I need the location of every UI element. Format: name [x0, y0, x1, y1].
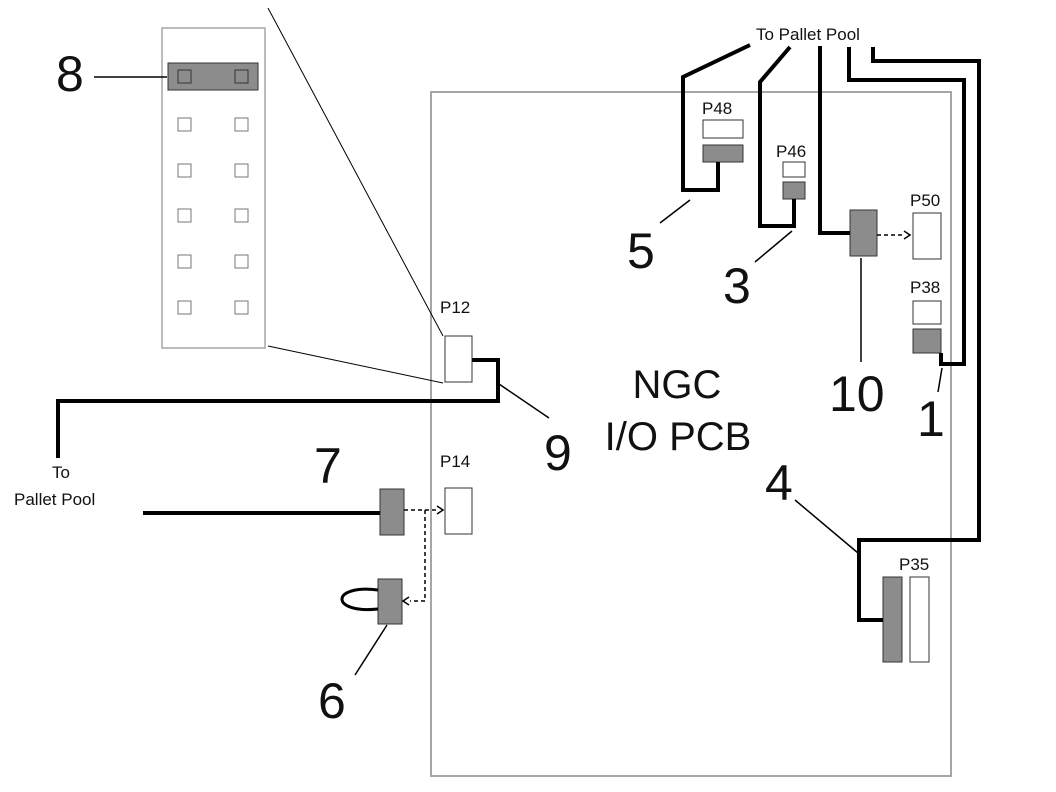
label-p38: P38: [910, 278, 940, 297]
cables: [56, 43, 981, 622]
header-pin: [234, 254, 249, 269]
cable-to-p35: [857, 47, 981, 622]
label-p46: P46: [776, 142, 806, 161]
arrowhead-p14: [436, 505, 445, 515]
label-to: To: [52, 463, 70, 482]
callout-10: 10: [829, 366, 885, 422]
p46-socket: [782, 161, 806, 178]
header-pin: [234, 208, 249, 223]
cable-to-p46: [758, 45, 796, 228]
leader-9: [498, 383, 550, 419]
leader-5: [659, 199, 691, 224]
p38-socket: [912, 300, 942, 325]
p12-detail-inset: [161, 27, 266, 349]
p38-plug: [912, 328, 942, 354]
callout-7: 7: [314, 438, 342, 494]
leader-6: [354, 624, 388, 676]
header-pin: [177, 254, 192, 269]
zoom-line-bottom: [267, 345, 444, 384]
label-p48: P48: [702, 99, 732, 118]
leader-lines: [94, 76, 943, 676]
header-pin: [177, 163, 192, 178]
p12-socket: [444, 335, 473, 383]
p50-socket: [912, 212, 942, 260]
arrowhead-p50: [903, 230, 912, 240]
arrow-plug7-to-plug6: [410, 510, 426, 602]
zoom-line-top: [267, 7, 444, 337]
arrowhead-plug6: [401, 596, 410, 606]
p46-plug: [782, 181, 806, 200]
io-pcb-outline: [430, 91, 952, 777]
label-p12: P12: [440, 298, 470, 317]
header-pin: [177, 208, 192, 223]
callout-5: 5: [627, 223, 655, 279]
jumper-shunt: [167, 62, 259, 91]
p14-socket: [444, 487, 473, 535]
leader-3: [754, 230, 793, 263]
p48-plug: [702, 144, 744, 163]
jumper-loop: [340, 587, 379, 612]
label-p14: P14: [440, 452, 470, 471]
header-pin: [234, 300, 249, 315]
header-pin: [177, 117, 192, 132]
p48-socket: [702, 119, 744, 139]
p35-plug: [882, 576, 903, 663]
callout-9: 9: [544, 425, 572, 481]
header-pin: [177, 300, 192, 315]
callout-4: 4: [765, 455, 793, 511]
header-pin: [177, 69, 192, 84]
callout-1: 1: [917, 391, 945, 447]
arrow-heads: [401, 230, 912, 606]
pallet-pool-plug-7: [379, 488, 405, 536]
inset-frame: [161, 27, 266, 349]
callout-8: 8: [56, 46, 84, 102]
p50-plug-unplugged: [849, 209, 878, 257]
label-p35: P35: [899, 555, 929, 574]
leader-1: [937, 367, 943, 393]
dashed-arrows: [404, 234, 905, 602]
board-title-line1: NGC: [633, 363, 722, 407]
header-pin: [234, 69, 249, 84]
cable-to-p50-plug: [818, 46, 850, 235]
cable-from-p12: [56, 358, 500, 458]
header-pin: [234, 163, 249, 178]
label-pallet-pool-left: Pallet Pool: [14, 490, 95, 509]
label-p50: P50: [910, 191, 940, 210]
board-title-line2: I/O PCB: [605, 415, 752, 459]
leader-4: [794, 499, 859, 554]
cable-to-p38: [847, 47, 966, 366]
p35-socket: [909, 576, 930, 663]
label-to-pallet-pool-top: To Pallet Pool: [756, 25, 860, 44]
header-pin: [234, 117, 249, 132]
cable-to-p48: [681, 43, 751, 192]
jumper-plug-6: [377, 578, 403, 625]
callout-3: 3: [723, 258, 751, 314]
callout-6: 6: [318, 673, 346, 729]
